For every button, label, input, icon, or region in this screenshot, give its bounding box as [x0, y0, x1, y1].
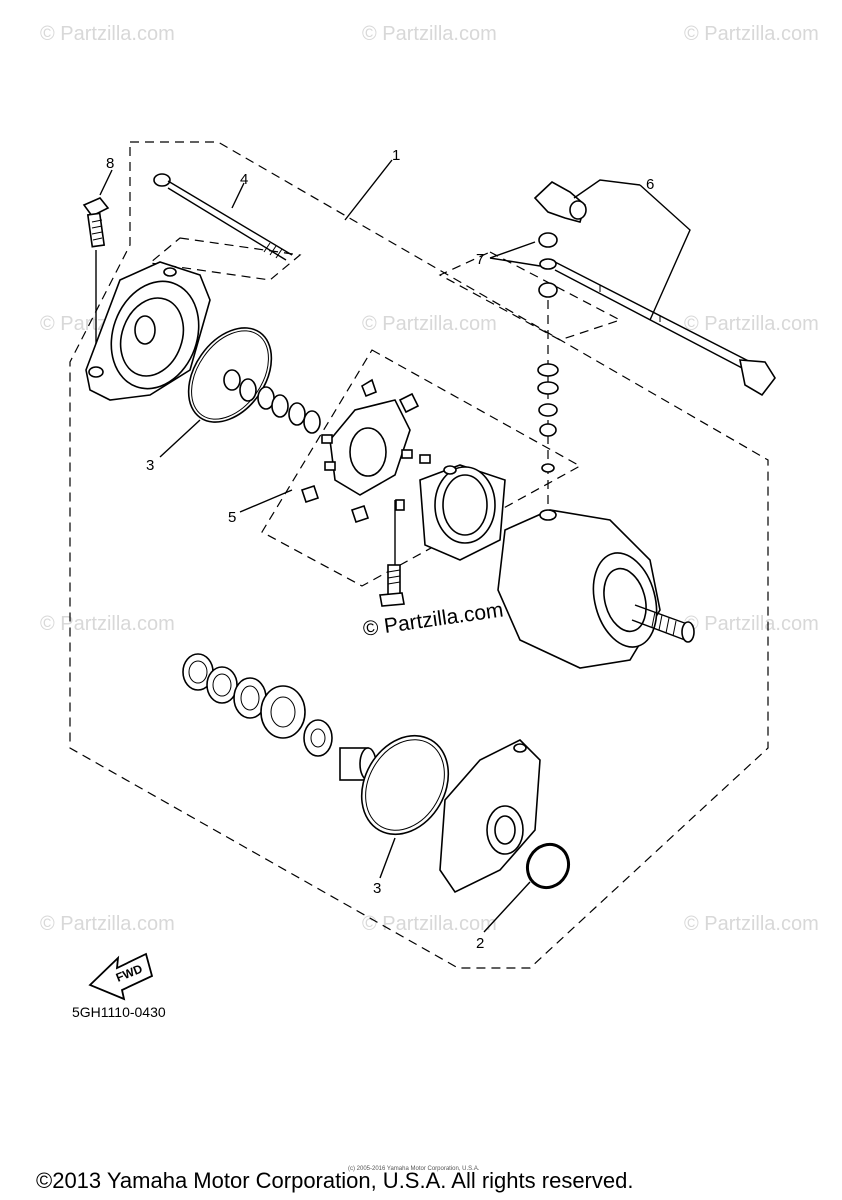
- brush-holder-outline: [261, 349, 582, 587]
- bolt-part-8: [82, 197, 110, 368]
- callout-8: 8: [106, 155, 114, 172]
- magnet-yoke: [419, 464, 506, 561]
- watermark: © Partzilla.com: [40, 23, 175, 45]
- terminal-stack: [537, 232, 559, 521]
- o-ring-part-3-lower: [360, 734, 450, 836]
- o-ring-part-2: [525, 842, 571, 890]
- watermark: © Partzilla.com: [362, 913, 497, 935]
- callout-4: 4: [240, 171, 248, 188]
- callout-7: 7: [476, 251, 484, 268]
- watermark: © Partzilla.com: [684, 23, 819, 45]
- bolt-frame: [148, 237, 302, 281]
- diagram-code: 5GH1110-0430: [72, 1004, 166, 1020]
- watermark: © Partzilla.com: [362, 23, 497, 45]
- front-cover: [85, 261, 211, 401]
- watermark: © Partzilla.com: [362, 313, 497, 335]
- callout-3-lower: 3: [373, 880, 381, 897]
- leader-lines: [99, 159, 691, 933]
- rear-cover: [439, 739, 541, 894]
- callouts: 1 2 3 3 4 5 6 7 8: [106, 147, 654, 952]
- watermark: © Partzilla.com: [684, 913, 819, 935]
- tiny-credit: (c) 2005-2016 Yamaha Motor Corporation, …: [348, 1166, 480, 1172]
- watermark: © Partzilla.com: [684, 313, 819, 335]
- lead-wire-part-6: [533, 181, 776, 397]
- footer-copyright: ©2013 Yamaha Motor Corporation, U.S.A. A…: [36, 1168, 633, 1193]
- callout-6: 6: [646, 176, 654, 193]
- fwd-arrow-icon: FWD: [88, 952, 154, 1001]
- watermark: © Partzilla.com: [684, 613, 819, 635]
- callout-2: 2: [476, 935, 484, 952]
- callout-5: 5: [228, 509, 236, 526]
- assembly-outline: [69, 141, 769, 969]
- watermark: © Partzilla.com: [40, 613, 175, 635]
- callout-1: 1: [392, 147, 400, 164]
- lower-washers-bearings: [182, 653, 377, 781]
- upper-washers: [223, 369, 321, 434]
- callout-3-upper: 3: [146, 457, 154, 474]
- motor-body: [497, 509, 695, 669]
- brush-holder-plate: [300, 378, 431, 524]
- through-bolt-part-4: [153, 173, 293, 261]
- terminal-frame: [438, 251, 622, 341]
- watermark: © Partzilla.com: [40, 913, 175, 935]
- screw: [379, 500, 405, 607]
